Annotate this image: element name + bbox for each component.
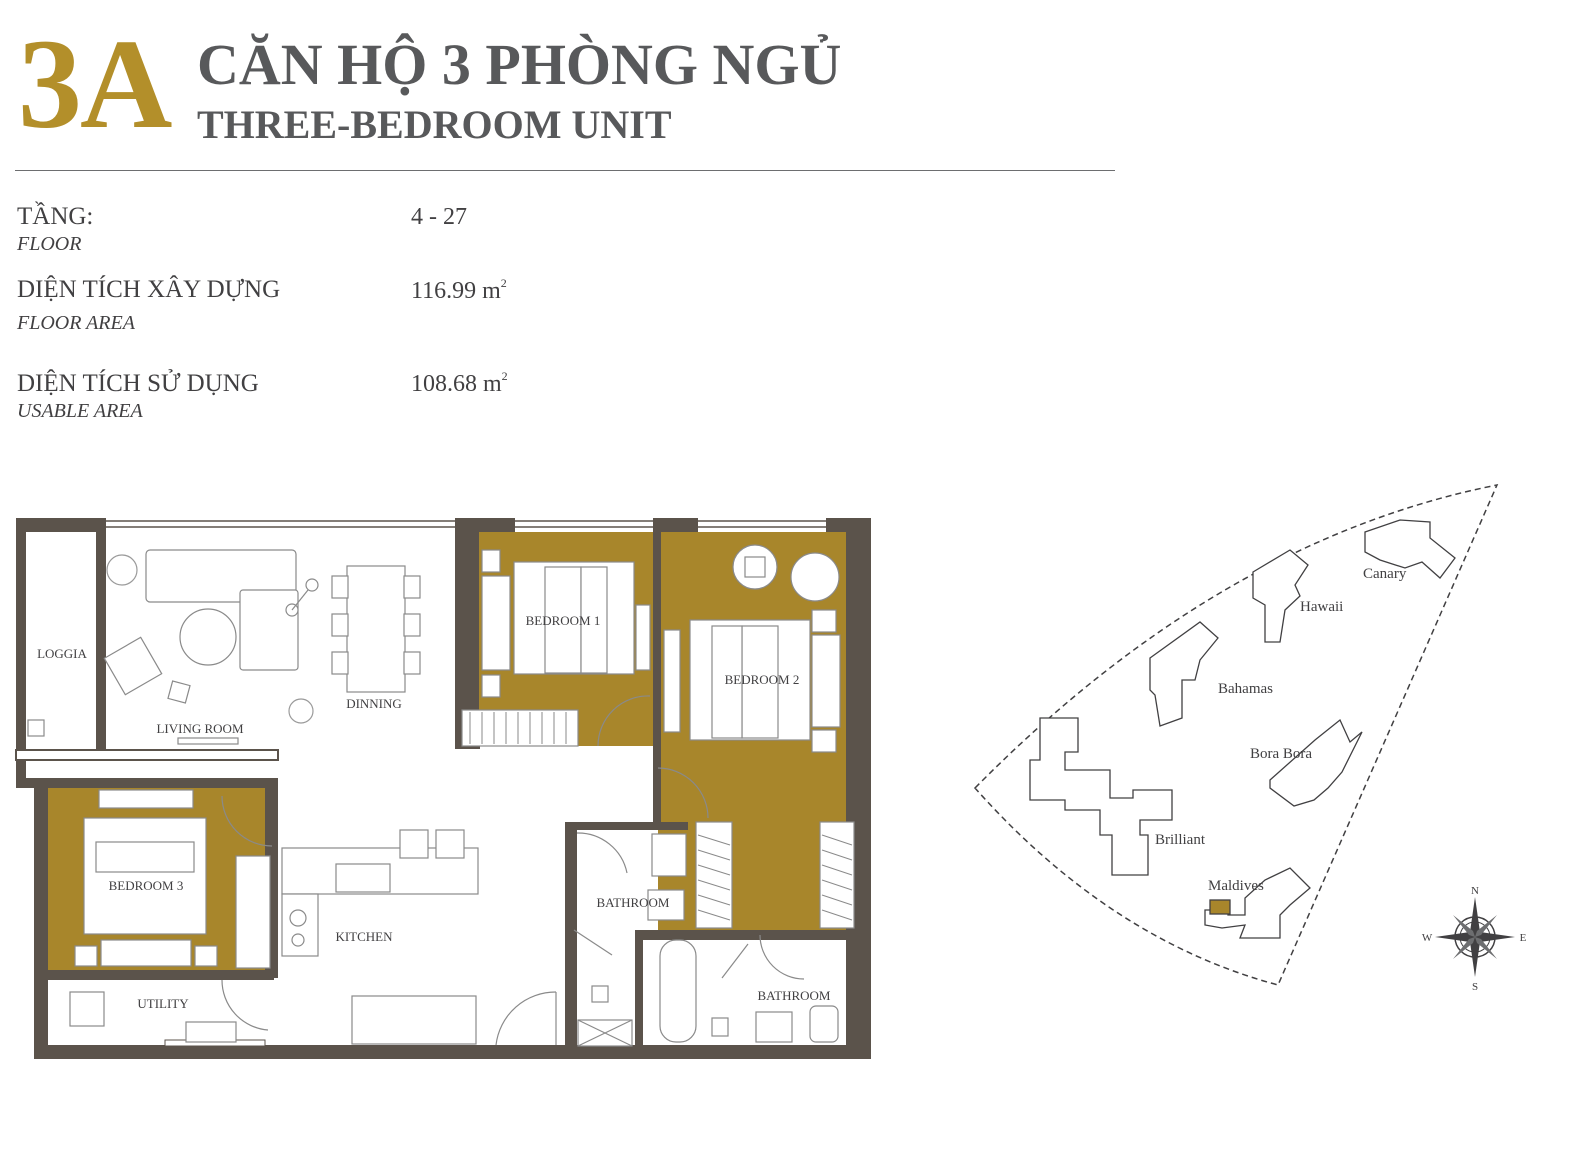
spec-usable-area-label: DIỆN TÍCH SỬ DỤNG (17, 370, 259, 397)
label-dinning: DINNING (346, 696, 402, 711)
label-brilliant: Brilliant (1155, 832, 1206, 848)
label-maldives: Maldives (1208, 878, 1264, 894)
label-utility: UTILITY (137, 996, 189, 1011)
title-vietnamese: CĂN HỘ 3 PHÒNG NGỦ (197, 32, 842, 97)
site-boundary (973, 483, 1499, 986)
header-divider (15, 170, 1115, 171)
site-plan: Canary Hawaii Bahamas Bora Bora Brillian… (973, 483, 1499, 986)
label-bedroom3: BEDROOM 3 (109, 878, 184, 893)
spec-usable-area-value: 108.68 m2 (411, 369, 508, 397)
building-hawaii (1252, 549, 1309, 643)
title-english: THREE-BEDROOM UNIT (197, 102, 672, 147)
floor-plan: LOGGIA LIVING ROOM DINNING BEDROOM 1 BED… (15, 518, 871, 1059)
label-living-room: LIVING ROOM (156, 721, 243, 736)
maldives-unit-highlight (1209, 899, 1231, 915)
label-bathroom-1: BATHROOM (597, 895, 670, 910)
label-hawaii: Hawaii (1300, 599, 1343, 615)
building-maldives (1204, 867, 1311, 939)
label-bora-bora: Bora Bora (1250, 746, 1312, 762)
spec-floor-label: TẦNG: (17, 203, 94, 230)
building-bahamas (1149, 621, 1219, 727)
spec-floor-area-value: 116.99 m2 (411, 276, 507, 304)
label-canary: Canary (1363, 566, 1407, 582)
building-brilliant (1029, 717, 1173, 876)
compass-s: S (1472, 981, 1478, 992)
spec-floor-value: 4 - 27 (411, 204, 467, 230)
label-bahamas: Bahamas (1218, 681, 1273, 697)
spec-floor-area-sublabel: FLOOR AREA (17, 312, 135, 334)
spec-usable-area-sublabel: USABLE AREA (17, 400, 143, 422)
label-kitchen: KITCHEN (335, 929, 393, 944)
label-loggia: LOGGIA (37, 646, 87, 661)
compass-w: W (1422, 932, 1433, 944)
label-bedroom2: BEDROOM 2 (725, 672, 800, 687)
label-bathroom-2: BATHROOM (758, 988, 831, 1003)
compass-e: E (1520, 932, 1527, 944)
spec-floor-area-label: DIỆN TÍCH XÂY DỰNG (17, 276, 281, 303)
bedroom2-bath-gap (658, 745, 818, 820)
compass-n: N (1471, 885, 1479, 897)
unit-code: 3A (18, 13, 172, 155)
compass-rose-icon: N S W E (1422, 885, 1527, 992)
spec-floor-sublabel: FLOOR (17, 233, 82, 255)
building-bora-bora (1269, 718, 1363, 807)
building-canary (1364, 519, 1456, 579)
label-bedroom1: BEDROOM 1 (526, 613, 601, 628)
